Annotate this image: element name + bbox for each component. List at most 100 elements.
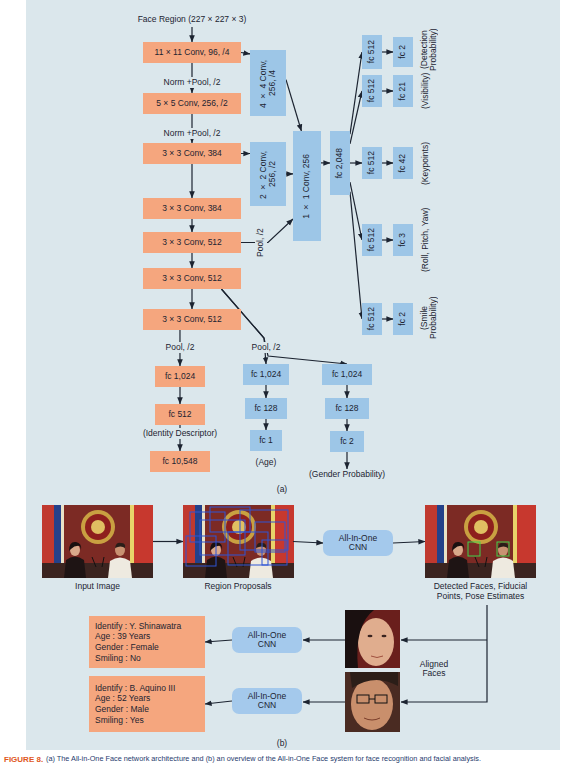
node-text: fc 512 — [367, 307, 376, 330]
connector-arrow — [321, 162, 330, 163]
connector-arrow — [382, 162, 393, 163]
alignment-line — [401, 639, 487, 640]
connector-arrow — [382, 51, 393, 52]
node-text: Smiling : Yes — [95, 715, 144, 726]
layer-box: fc 3 — [393, 224, 413, 256]
connector-arrow — [382, 90, 393, 91]
connector-arrow — [350, 91, 362, 144]
annotation-label: Face Region (227 × 227 × 3) — [112, 14, 272, 26]
layer-box: 1 × 1 Conv, 256 — [293, 131, 321, 241]
layer-box: 2 × 2 Conv, 256, /2 — [250, 142, 286, 206]
cnn-box: All-In-One CNN — [232, 627, 302, 653]
layer-box: fc 2 — [393, 37, 413, 67]
edge-label: Norm +Pool, /2 — [152, 128, 232, 139]
node-text: Age : 52 Years — [95, 693, 150, 704]
layer-box: fc 1,024 — [243, 364, 289, 385]
cnn-box: All-In-One CNN — [323, 530, 393, 556]
connector-arrow — [241, 153, 250, 154]
layer-box: 5 × 5 Conv, 256, /2 — [143, 93, 241, 114]
connector-arrow — [346, 385, 347, 398]
connector-arrow — [191, 253, 192, 268]
annotation-label: (Identity Descriptor) — [125, 428, 235, 439]
node-text: fc 42 — [398, 154, 407, 172]
node-text: fc 512 — [367, 79, 376, 102]
node-text: fc 512 — [168, 410, 191, 419]
node-text: fc 1,024 — [332, 370, 362, 379]
connector-arrow — [205, 701, 232, 704]
node-text: 11 × 11 Conv, 96, /4 — [155, 48, 230, 57]
node-text: Detected Faces, Fiducial Points, Pose Es… — [420, 582, 541, 602]
connector-arrow — [346, 419, 347, 431]
layer-box: 3 × 3 Conv, 512 — [143, 309, 241, 330]
node-text: Identify : Y. Shinawatra — [95, 621, 181, 632]
node-text: fc 2 — [398, 312, 407, 326]
layer-box: fc 2 — [393, 303, 413, 335]
layer-box: fc 512 — [362, 75, 382, 107]
connector-arrow — [350, 52, 362, 134]
node-text: fc 512 — [367, 40, 376, 63]
connector-arrow — [382, 318, 393, 319]
layer-box: fc 1,024 — [322, 364, 372, 385]
photo-frame: Detected Faces, Fiducial Points, Pose Es… — [425, 505, 536, 578]
layer-box: 3 × 3 Conv, 384 — [143, 143, 241, 164]
figure-number: FIGURE 8. — [4, 755, 48, 766]
connector-arrow — [191, 289, 192, 309]
layer-box: 3 × 3 Conv, 384 — [143, 198, 241, 219]
layer-box: fc 2 — [330, 431, 364, 452]
node-text: All-In-One CNN — [329, 534, 387, 553]
node-text: fc 2 — [340, 437, 354, 446]
node-text: 3 × 3 Conv, 512 — [162, 238, 222, 247]
node-text: fc 2,048 — [335, 148, 344, 178]
annotation-label: (Detection Probability) — [417, 20, 441, 80]
node-text: 3 × 3 Conv, 384 — [162, 204, 222, 213]
edge-label: Pool, /2 — [158, 342, 202, 353]
output-arrow — [346, 452, 347, 469]
node-text: 1 × 1 Conv, 256 — [302, 154, 311, 219]
node-text: Identify : B. Aquino III — [95, 683, 175, 694]
connector-arrow — [382, 239, 393, 240]
layer-box: fc 512 — [155, 404, 205, 425]
cnn-box: All-In-One CNN — [232, 688, 302, 714]
node-text: All-In-One CNN — [238, 692, 296, 711]
figure-caption: (a) The All-in-One Face network architec… — [46, 755, 566, 764]
face-arrow — [303, 639, 345, 640]
layer-box: 3 × 3 Conv, 512 — [143, 232, 241, 253]
node-text: fc 3 — [398, 233, 407, 247]
input-arrow — [191, 27, 192, 42]
layer-box: 11 × 11 Conv, 96, /4 — [143, 42, 241, 63]
layer-box: fc 128 — [325, 398, 369, 419]
node-text: 5 × 5 Conv, 256, /2 — [156, 99, 227, 108]
node-text: Input Image — [37, 582, 158, 592]
press-photo — [425, 505, 536, 578]
node-text: fc 512 — [367, 228, 376, 251]
result-box: Identify : Y. ShinawatraAge : 39 YearsGe… — [89, 616, 205, 668]
alignment-line — [401, 605, 487, 702]
press-photo — [42, 505, 153, 578]
annotation-label: (Keypoints) — [420, 142, 432, 186]
node-text: fc 128 — [254, 404, 277, 413]
region-proposal-boxes — [186, 507, 288, 566]
node-text: fc 21 — [398, 82, 407, 100]
node-text: fc 1 — [259, 436, 273, 445]
node-text: Gender : Male — [95, 704, 149, 715]
node-text: 3 × 3 Conv, 384 — [162, 149, 222, 158]
edge-label: Norm +Pool, /2 — [152, 77, 232, 88]
annotation-label: (Gender Probability) — [292, 469, 402, 480]
node-text: 3 × 3 Conv, 512 — [162, 315, 222, 324]
layer-box: fc 128 — [245, 398, 287, 419]
connector-arrow — [350, 192, 362, 319]
annotation-label: (Smile Probability) — [417, 290, 441, 346]
face-arrow — [303, 701, 345, 702]
photo-frame: Region Proposals — [183, 505, 293, 578]
node-text: Region Proposals — [178, 582, 298, 592]
connector-arrow — [265, 385, 266, 398]
node-text: fc 1,024 — [251, 370, 281, 379]
annotation-label: (Visibility) — [420, 70, 432, 112]
connector-arrow — [191, 164, 192, 198]
node-text: 3 × 3 Conv, 512 — [162, 274, 222, 283]
layer-box: fc 1 — [250, 430, 282, 451]
connector-arrow — [286, 173, 293, 174]
layer-box: fc 512 — [362, 224, 382, 256]
connector-arrow — [286, 80, 301, 131]
result-box: Identify : B. Aquino IIIAge : 52 YearsGe… — [89, 676, 205, 732]
